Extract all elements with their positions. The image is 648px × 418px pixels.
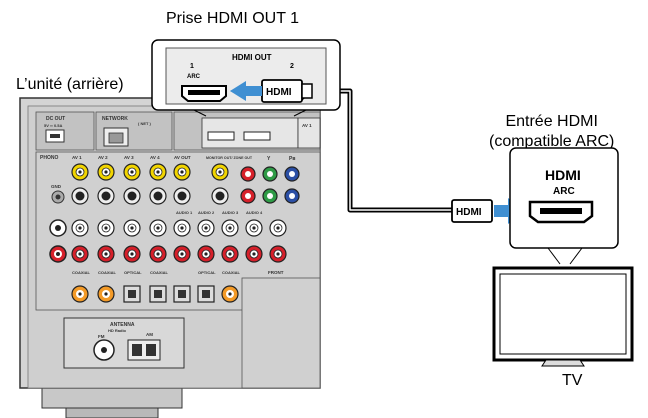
panel-antenna-label: ANTENNA: [110, 322, 135, 328]
panel-optical-label-1: OPTICAL: [124, 270, 142, 275]
panel-gnd-label: GND: [51, 184, 62, 189]
callout-port1-label: 1: [190, 63, 194, 70]
panel-dc-out-label: DC OUT: [46, 116, 65, 122]
panel-am-label: AM: [146, 332, 153, 337]
tv-callout-arc-label: ARC: [553, 186, 575, 197]
panel-y-label: Y: [267, 156, 271, 162]
panel-phono-label: PHONO: [40, 155, 58, 161]
component-video-jacks: Y Pʙ: [240, 156, 300, 204]
panel-av-out-label: AV OUT: [174, 155, 191, 160]
panel-av4-label: AV 4: [150, 155, 160, 160]
panel-av2-label: AV 2: [98, 155, 108, 160]
callout-port2-label: 2: [290, 63, 294, 70]
callout-hdmi-plug-label: HDMI: [266, 87, 292, 98]
tv-hdmi-callout: HDMI ARC: [509, 147, 619, 265]
composite-video-row: [71, 163, 229, 181]
panel-audio2-label: AUDIO 2: [198, 210, 215, 215]
panel-coaxial-label-1: COAXIAL: [72, 270, 91, 275]
panel-av3-label: AV 3: [124, 155, 134, 160]
tv-callout-hdmi-title: HDMI: [545, 167, 581, 183]
callout-hdmi-out-title: HDMI OUT: [232, 53, 272, 62]
panel-front-label: FRONT: [268, 270, 284, 275]
label-unit-rear: L’unité (arrière): [16, 76, 124, 93]
panel-hdmi-out2-port: [243, 131, 271, 141]
s-video-row: [71, 187, 229, 205]
unit-hdmi-out-callout: HDMI OUT 1 2 ARC HDMI: [151, 39, 341, 117]
panel-network-sub-label: ( NET ): [138, 121, 152, 126]
tv-icon: [492, 266, 634, 367]
label-tv: TV: [562, 372, 583, 389]
panel-coaxial-label-4: COAXIAL: [222, 270, 241, 275]
receiver-rear-panel: DC OUT 5V ═ 0.5A NETWORK ( NET ) AV 1 PH…: [19, 97, 321, 418]
label-hdmi-input: Entrée HDMI (compatible ARC): [489, 112, 614, 152]
panel-fm-label: FM: [98, 334, 105, 339]
label-hdmi-out-1-jack: Prise HDMI OUT 1: [166, 10, 300, 27]
panel-optical-label-2: OPTICAL: [198, 270, 216, 275]
callout-arc-label: ARC: [187, 74, 201, 80]
panel-audio3-label: AUDIO 3: [222, 210, 239, 215]
panel-hdmi-out1-port: [207, 131, 235, 141]
panel-network-label: NETWORK: [102, 116, 128, 122]
label-hdmi-input-line1: Entrée HDMI: [505, 113, 598, 130]
audio-right-row: [71, 245, 287, 263]
panel-pb-label: Pʙ: [289, 156, 295, 162]
panel-coaxial-label-3: COAXIAL: [150, 270, 169, 275]
panel-av1-label: AV 1: [72, 155, 82, 160]
panel-av1-label-top: AV 1: [302, 123, 312, 128]
label-hdmi-input-line2: (compatible ARC): [489, 133, 615, 150]
panel-audio4-label: AUDIO 4: [246, 210, 263, 215]
tv-plug-label: HDMI: [456, 207, 482, 218]
digital-audio-jacks: [71, 285, 239, 303]
panel-antenna-sub-label: HD Radio: [108, 328, 127, 333]
audio-left-row: [71, 219, 287, 237]
panel-dc-rating-label: 5V ═ 0.5A: [44, 123, 63, 128]
panel-monitor-out-label: MONITOR OUT/ ZONE OUT: [206, 156, 253, 160]
panel-audio1-label: AUDIO 1: [176, 210, 193, 215]
panel-coaxial-label-2: COAXIAL: [98, 270, 117, 275]
